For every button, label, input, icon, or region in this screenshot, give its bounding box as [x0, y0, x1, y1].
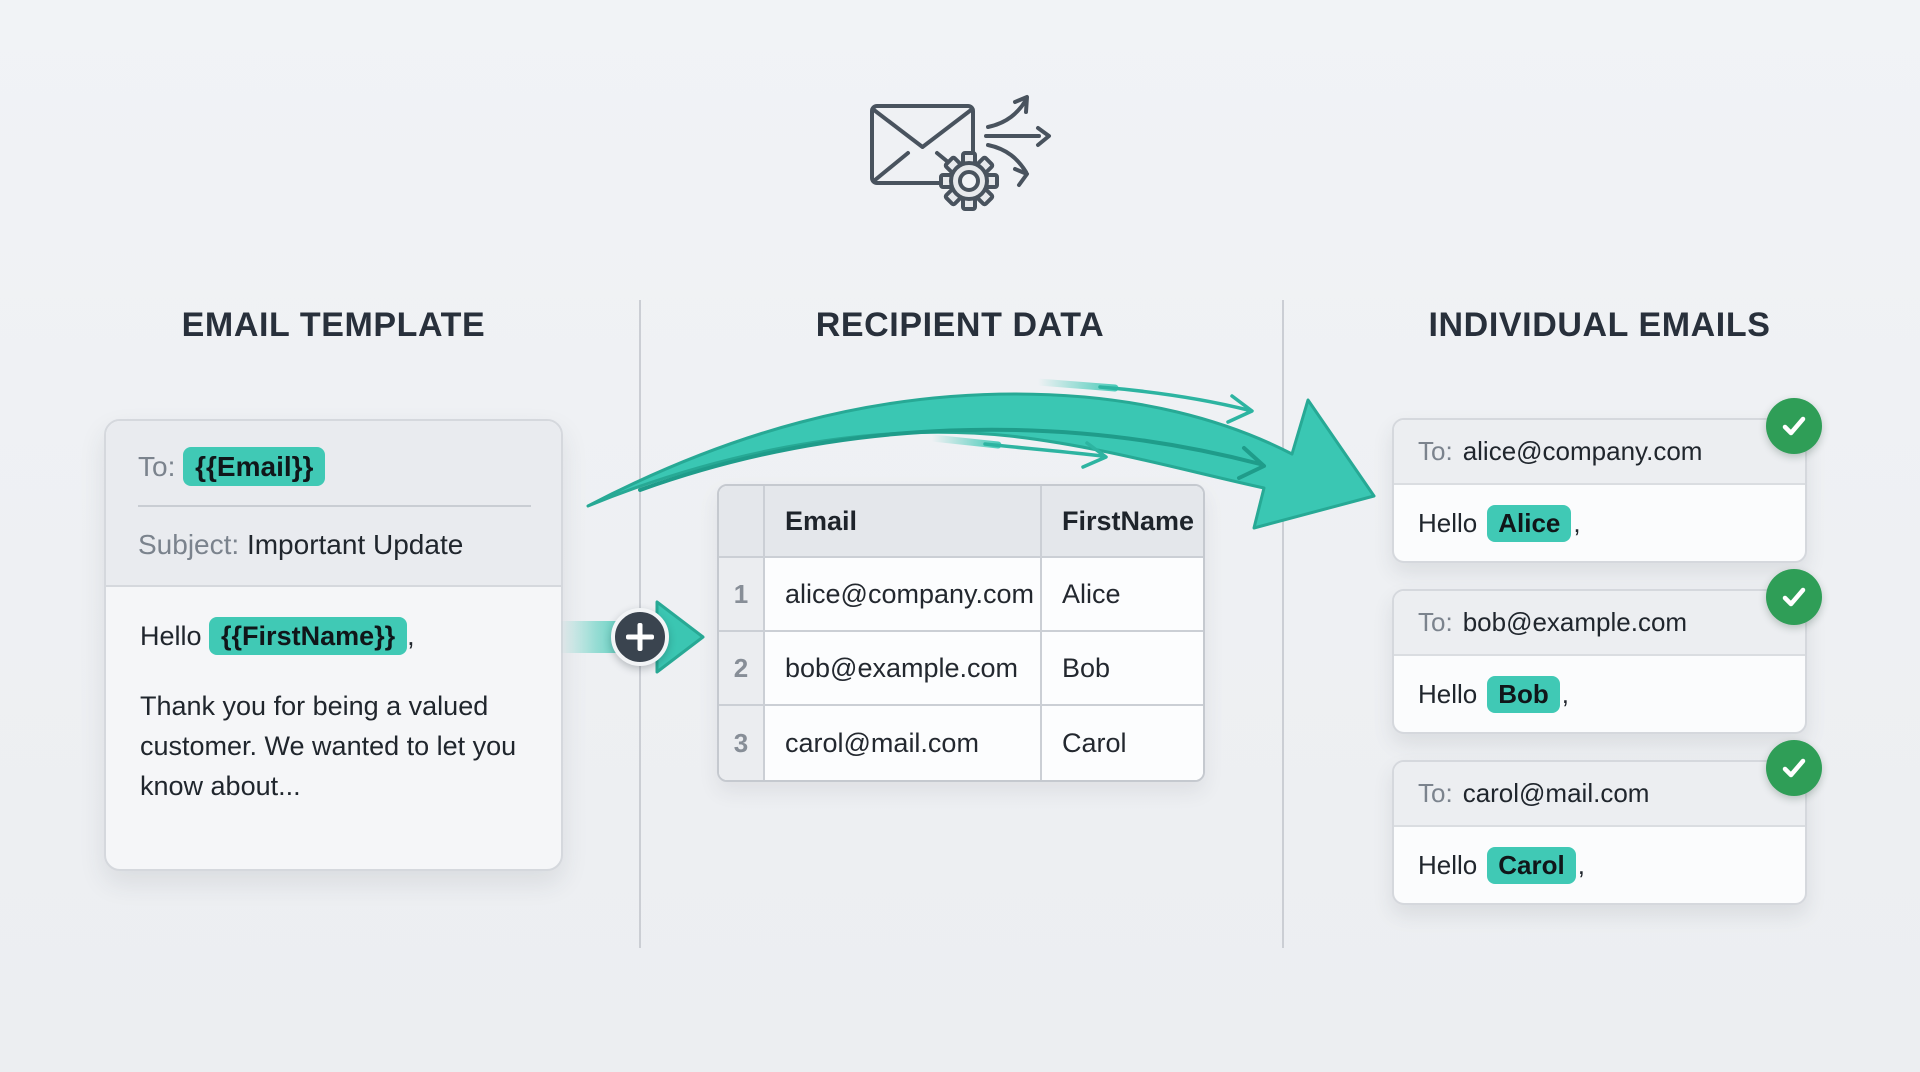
table-corner-cell: [719, 486, 765, 558]
email-card-header: To: carol@mail.com: [1394, 762, 1805, 827]
greeting-suffix: ,: [1573, 507, 1581, 538]
to-value: carol@mail.com: [1462, 778, 1650, 808]
greeting-prefix: Hello: [1418, 678, 1478, 709]
firstname-variable-chip: {{FirstName}}: [209, 617, 408, 655]
template-header-separator: [138, 505, 531, 507]
cell-email: carol@mail.com: [765, 706, 1042, 780]
template-to-line: To: {{Email}}: [138, 447, 531, 486]
individual-email-card: To: bob@example.com Hello Bob,: [1392, 569, 1822, 734]
individual-email-card: To: carol@mail.com Hello Carol,: [1392, 740, 1822, 905]
plus-vertical-bar: [637, 623, 643, 651]
merged-name-chip: Bob: [1487, 675, 1560, 713]
to-label: To:: [1418, 607, 1453, 637]
subject-label: Subject:: [138, 529, 240, 560]
individual-email-card: To: alice@company.com Hello Alice,: [1392, 398, 1822, 563]
plus-icon: [611, 608, 669, 666]
section-divider-right: [1282, 300, 1284, 948]
subject-value: Important Update: [246, 529, 464, 560]
row-number: 3: [719, 706, 765, 780]
greeting-prefix: Hello: [1418, 849, 1478, 880]
to-label: To:: [1418, 778, 1453, 808]
merged-name-chip: Alice: [1487, 504, 1572, 542]
section-title-recipient-data: RECIPIENT DATA: [815, 306, 1105, 344]
fan-arrows-icon: [984, 95, 1051, 187]
check-icon: [1766, 740, 1822, 796]
email-variable-chip: {{Email}}: [183, 447, 326, 486]
email-card-header: To: bob@example.com: [1394, 591, 1805, 656]
section-title-email-template: EMAIL TEMPLATE: [181, 306, 486, 344]
recipient-table: Email FirstName 1 alice@company.com Alic…: [717, 484, 1205, 782]
col-header-firstname: FirstName: [1042, 486, 1203, 558]
email-card-body: Hello Bob,: [1394, 656, 1805, 732]
template-subject-line: Subject: Important Update: [138, 529, 531, 561]
greeting-prefix: Hello: [1418, 507, 1478, 538]
email-card-header: To: alice@company.com: [1394, 420, 1805, 485]
to-label: To:: [138, 451, 176, 482]
col-header-email: Email: [765, 486, 1042, 558]
to-value: bob@example.com: [1462, 607, 1688, 637]
greeting-prefix: Hello: [140, 621, 202, 651]
mail-merge-icon: [870, 95, 1051, 211]
template-greeting: Hello {{FirstName}},: [140, 617, 527, 655]
row-number: 2: [719, 632, 765, 706]
cell-firstname: Bob: [1042, 632, 1203, 706]
cell-firstname: Carol: [1042, 706, 1203, 780]
row-number: 1: [719, 558, 765, 632]
greeting-suffix: ,: [407, 621, 415, 651]
check-icon: [1766, 569, 1822, 625]
gear-icon: [939, 151, 999, 211]
email-card-body: Hello Alice,: [1394, 485, 1805, 561]
cell-email: alice@company.com: [765, 558, 1042, 632]
check-icon: [1766, 398, 1822, 454]
email-template-card: To: {{Email}} Subject: Important Update …: [104, 419, 563, 871]
motion-arrow-upper: [1034, 378, 1254, 424]
email-card-body: Hello Carol,: [1394, 827, 1805, 903]
cell-email: bob@example.com: [765, 632, 1042, 706]
template-card-header: To: {{Email}} Subject: Important Update: [106, 421, 561, 587]
greeting-suffix: ,: [1577, 849, 1585, 880]
greeting-suffix: ,: [1561, 678, 1570, 709]
swoosh-inner-arrow: [638, 427, 1266, 492]
section-title-individual-emails: INDIVIDUAL EMAILS: [1428, 306, 1771, 344]
to-value: alice@company.com: [1462, 436, 1703, 466]
to-label: To:: [1418, 436, 1453, 466]
merge-arrow-icon: [586, 378, 1376, 530]
merged-name-chip: Carol: [1487, 846, 1576, 884]
template-card-body: Hello {{FirstName}}, Thank you for being…: [106, 587, 561, 840]
motion-arrow-lower: [928, 434, 1108, 469]
template-body-text: Thank you for being a valued customer. W…: [140, 691, 517, 801]
cell-firstname: Alice: [1042, 558, 1203, 632]
